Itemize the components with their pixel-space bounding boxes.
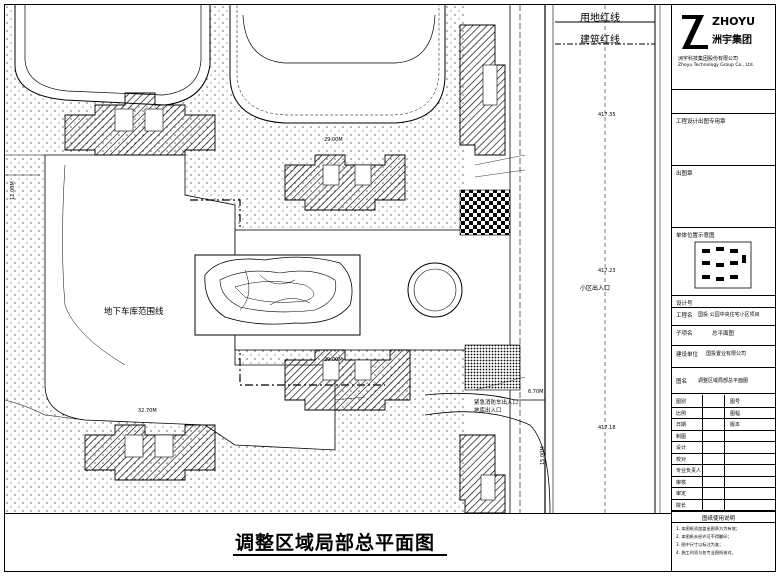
drawing-title: 调整区域局部总平面图 (235, 532, 436, 554)
tb-grid-header: 校对 (676, 456, 687, 463)
elevation-label: 417.18 (598, 425, 616, 431)
subproject-value: 总平面图 (712, 331, 735, 337)
sheet-border (4, 4, 776, 572)
tb-divider (672, 227, 776, 228)
usage-title: 图纸使用说明 (702, 516, 736, 522)
elevation-label: 417.23 (598, 268, 616, 274)
company-logo (682, 15, 708, 49)
tb-grid-value: 图幅 (730, 410, 741, 417)
tb-grid-header: 图别 (676, 399, 687, 405)
title-underline (233, 554, 447, 556)
designer-label: 设计号 (676, 301, 693, 307)
key-plan (694, 241, 752, 289)
company-en: Zhoyu Technology Group Co., Ltd. (678, 63, 755, 68)
fire-entrance-label: 紧急消防车出入口 (474, 400, 519, 406)
company-name: 洲宇科技集团股份有限公司 (678, 56, 739, 62)
tb-grid-header: 制图 (676, 433, 687, 440)
tb-divider (672, 307, 776, 308)
issue-label: 出图章 (676, 171, 693, 177)
tb-grid-header: 审定 (676, 491, 687, 497)
legend-lines (555, 21, 655, 45)
tb-grid-divider (702, 395, 703, 510)
logo-text: ZHOYU (712, 15, 756, 28)
dimension-label: 12.00M (10, 181, 16, 200)
tb-divider (672, 522, 776, 523)
tb-divider (672, 367, 776, 368)
keyplan-label: 单体位置示意图 (676, 233, 715, 239)
subproject-label: 子项名 (676, 331, 693, 337)
tb-divider (672, 393, 776, 394)
dimension-label: 29.00M (324, 137, 343, 143)
tb-grid-header: 设计 (676, 445, 687, 451)
community-entrance-label: 小区出入口 (580, 285, 611, 292)
usage-note: 4. 施工时须与各专业图纸核对。 (676, 550, 736, 555)
tb-divider (672, 165, 776, 166)
drawing-label: 图名 (676, 379, 688, 385)
tb-divider (672, 325, 776, 326)
dimension-label: 32.70M (138, 408, 157, 414)
drawing-title-area: 调整区域局部总平面图 (5, 513, 671, 572)
tb-grid-header: 院长 (676, 502, 687, 509)
garage-boundary-label: 地下车库范围线 (104, 307, 164, 317)
land-line-label: 用地红线 (580, 13, 620, 24)
tb-grid-line (672, 510, 776, 511)
tb-grid-value: 版本 (730, 422, 741, 428)
drawing-value: 调整区域局部总平面图 (698, 378, 749, 384)
logo-cn: 洲宇集团 (712, 35, 752, 46)
usage-note: 2. 本图纸未经许可不得翻印； (676, 534, 732, 539)
usage-note: 1. 本图纸须加盖出图章方为有效； (676, 526, 740, 531)
tb-grid-header: 审核 (676, 479, 687, 486)
dimension-label: 29.00M (324, 357, 343, 363)
dimension-label: 15.00M (540, 446, 546, 465)
client-value: 国投置业有限公司 (706, 351, 747, 357)
dimension-label: 6.70M (528, 389, 544, 395)
tb-grid-header: 比例 (676, 410, 687, 417)
tb-divider (672, 89, 776, 90)
building-line-label: 建筑红线 (580, 35, 620, 46)
title-block: ZHOYU 洲宇集团 洲宇科技集团股份有限公司 Zhoyu Technology… (671, 5, 776, 572)
tb-divider (672, 345, 776, 346)
usage-note: 3. 图中尺寸以标注为准； (676, 542, 724, 547)
tb-divider (672, 113, 776, 114)
tb-grid-value: 图号 (730, 399, 741, 405)
client-label: 建设单位 (676, 352, 699, 358)
project-value: 国投·公园中央住宅小区项目 (698, 312, 760, 318)
garage-entrance-label: 地库出入口 (474, 408, 502, 414)
tb-grid-header: 日期 (676, 422, 687, 428)
elevation-label: 417.35 (598, 112, 616, 118)
tb-grid-header: 专业负责人 (676, 468, 702, 474)
tb-divider (672, 295, 776, 296)
site-plan (5, 5, 661, 513)
tb-grid-divider (724, 395, 725, 510)
stamp-label: 工程设计出图专用章 (676, 119, 726, 125)
tb-divider (672, 511, 776, 512)
project-label: 工程名 (676, 313, 693, 319)
